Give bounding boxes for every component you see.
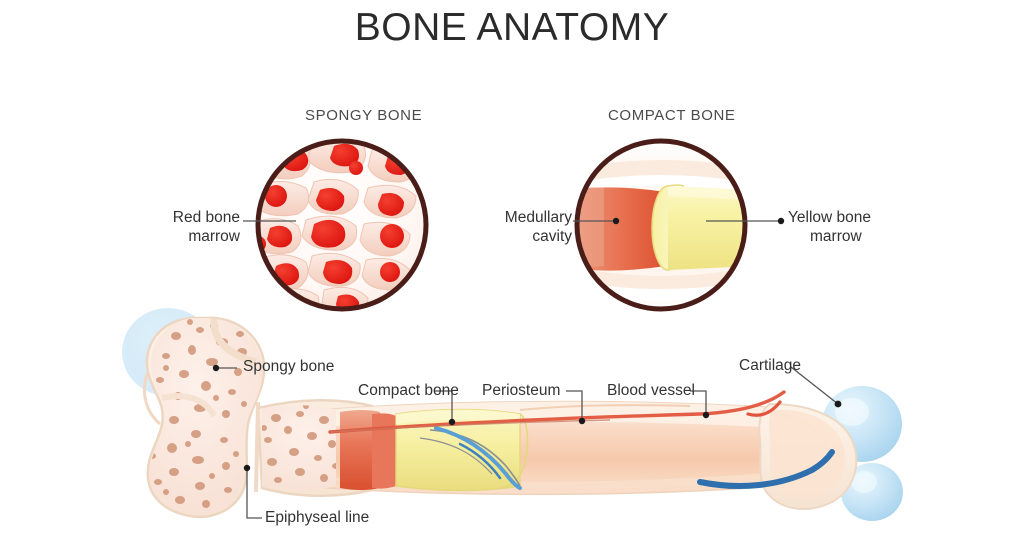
leader-lines [216, 220, 839, 519]
compact-bone-circle [574, 138, 748, 312]
label-medullary-cavity-line2: cavity [532, 228, 572, 245]
spongy-bone-caption: SPONGY BONE [305, 107, 423, 124]
label-yellow-bone-marrow-line1: Yellow bone [788, 209, 872, 226]
label-spongy-bone: Spongy bone [243, 358, 335, 375]
blood-vessels [328, 390, 835, 489]
leader-blood-vessel [690, 390, 707, 415]
leader-periosteum [566, 390, 583, 421]
label-yellow-bone-marrow-line2: marrow [810, 228, 862, 245]
dot-medullary-cavity [612, 217, 620, 225]
dot-cartilage [834, 400, 842, 408]
label-medullary-cavity: Medullary cavity [430, 208, 572, 246]
leader-dots [212, 217, 842, 472]
dot-blood-vessel [702, 411, 710, 419]
label-red-bone-marrow: Red bone marrow [90, 208, 240, 246]
label-cartilage: Cartilage [739, 357, 802, 374]
label-red-bone-marrow-line2: marrow [188, 228, 240, 245]
label-yellow-bone-marrow: Yellow bone marrow [788, 208, 871, 246]
label-epiphyseal-line: Epiphyseal line [265, 509, 370, 526]
page-title: BONE ANATOMY [354, 6, 670, 49]
label-medullary-cavity-line1: Medullary [504, 209, 572, 226]
leader-cartilage [790, 366, 839, 405]
label-blood-vessel: Blood vessel [607, 382, 695, 399]
label-red-bone-marrow-line1: Red bone [172, 209, 240, 226]
spongy-bone-circle [255, 138, 429, 312]
leader-compact-bone [434, 390, 453, 422]
dot-compact-bone [448, 418, 456, 426]
dot-yellow-bone-marrow [777, 217, 785, 225]
dot-spongy-bone [212, 364, 220, 372]
leader-epiphyseal-line [246, 468, 262, 519]
label-periosteum: Periosteum [482, 382, 561, 399]
dot-epiphyseal-line [243, 464, 251, 472]
femur-illustration [122, 308, 903, 521]
dot-periosteum [578, 417, 586, 425]
label-compact-bone: Compact bone [358, 382, 459, 399]
compact-bone-caption: COMPACT BONE [608, 107, 736, 124]
